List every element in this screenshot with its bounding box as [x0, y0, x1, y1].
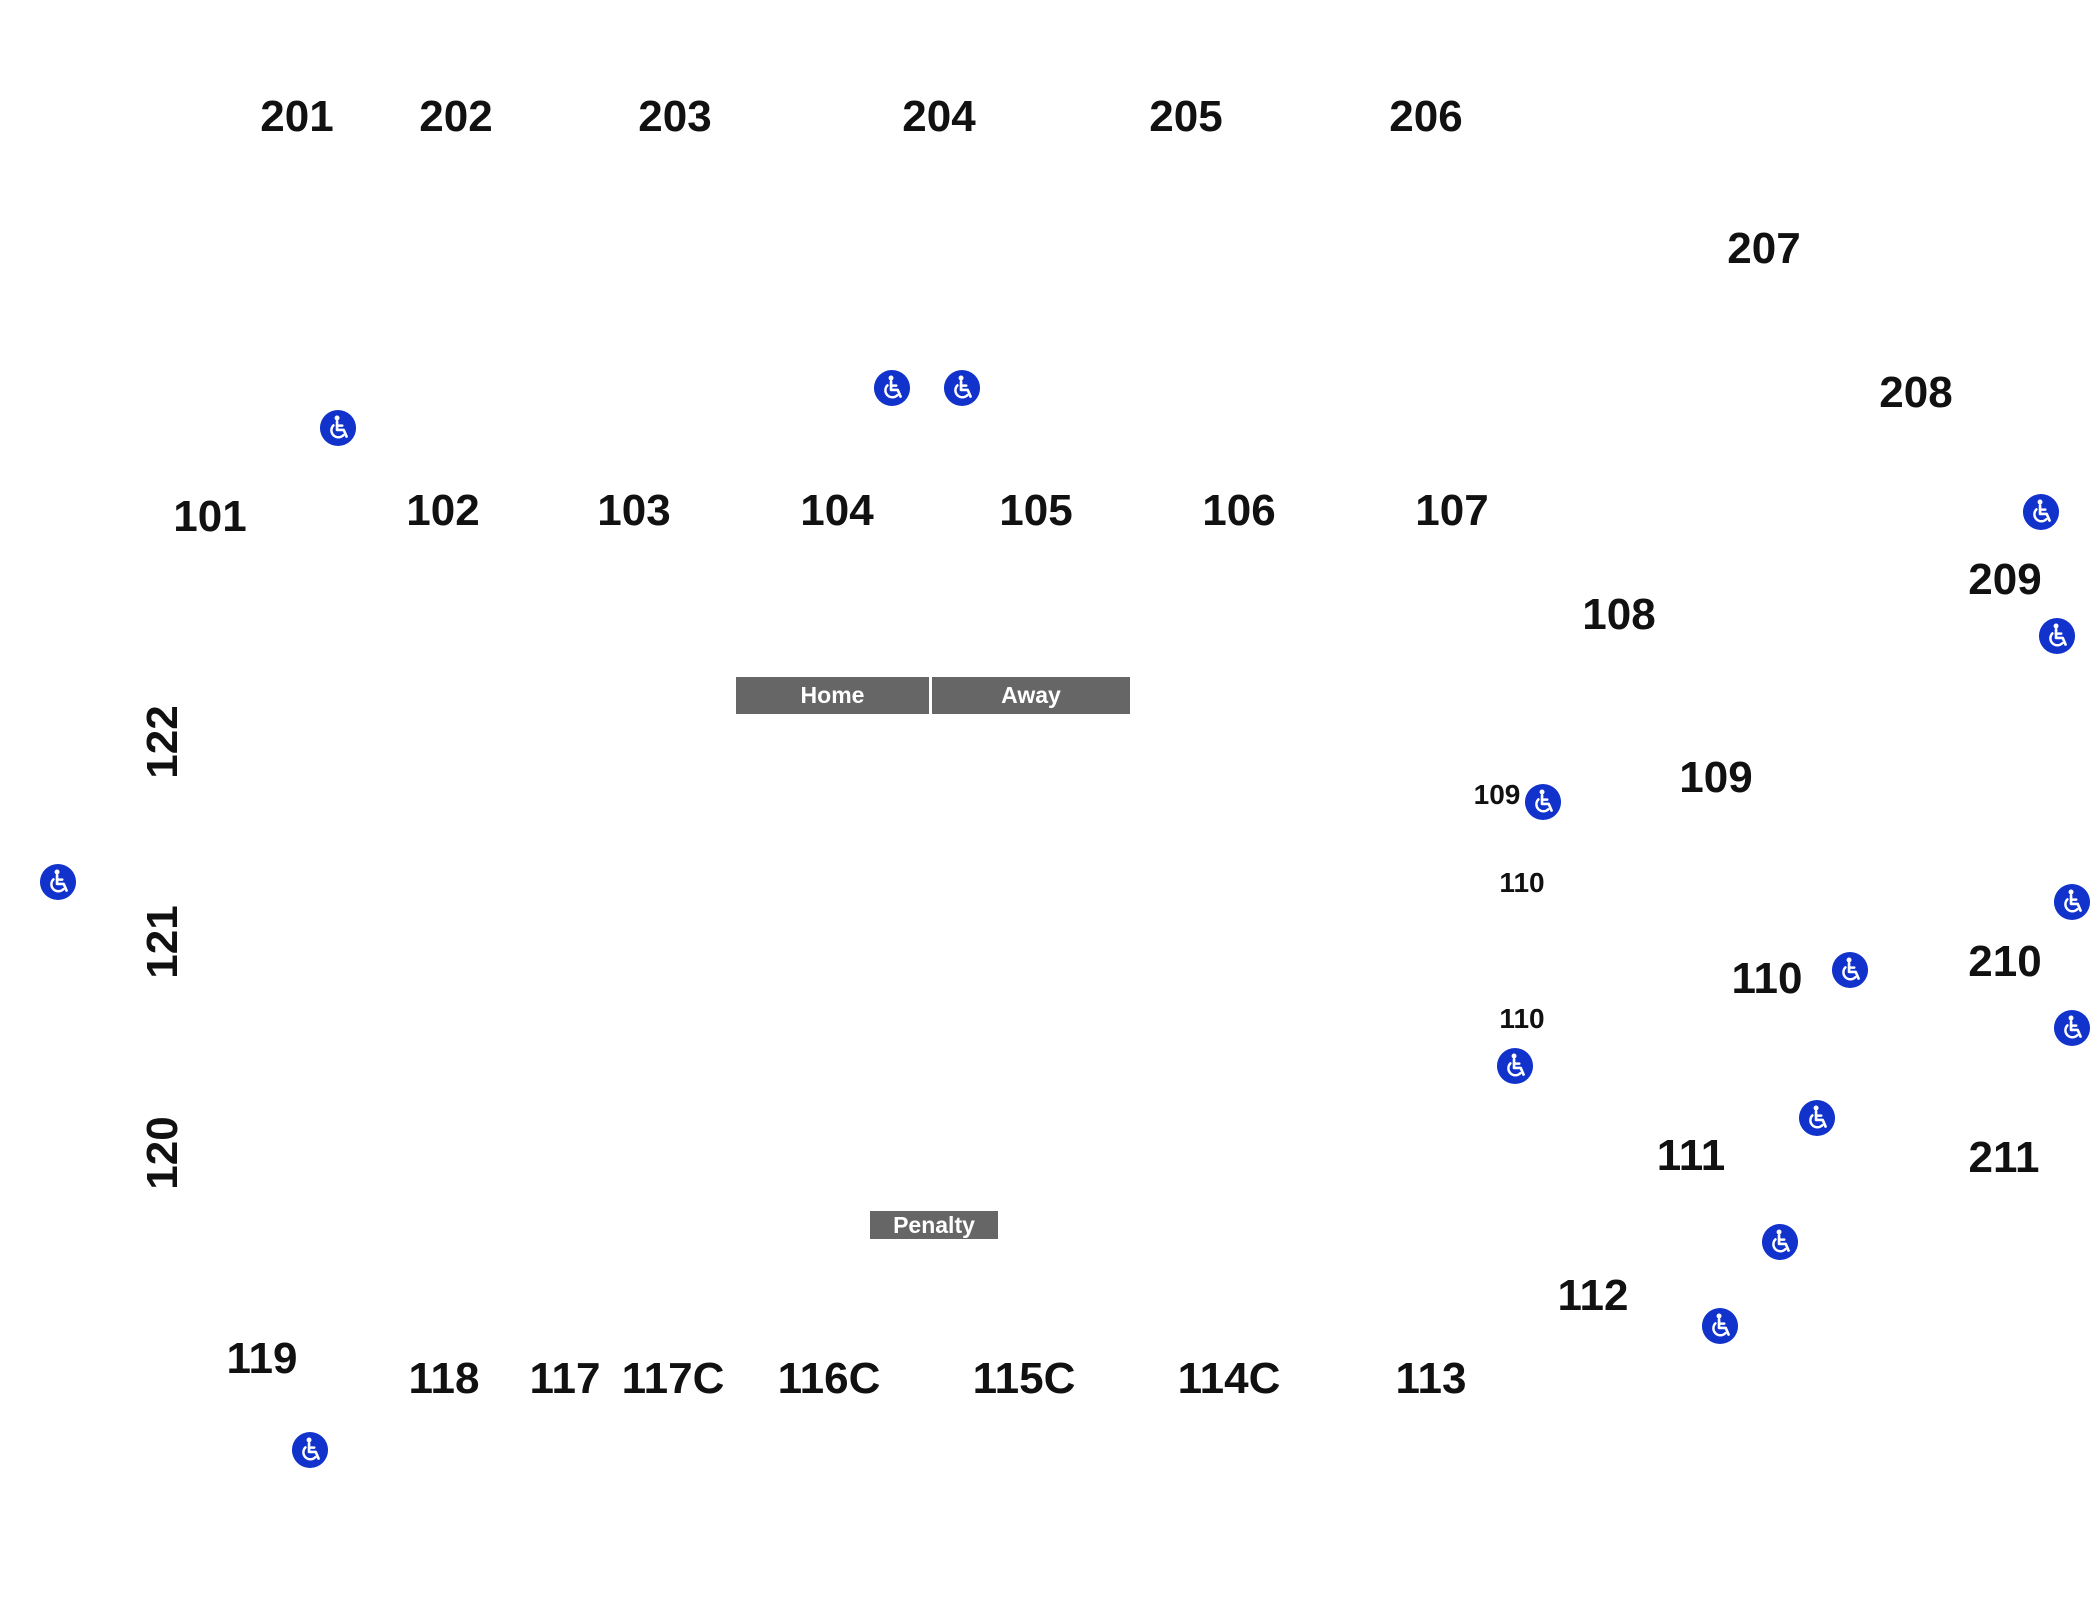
- section-112-label[interactable]: 112: [1557, 1271, 1629, 1320]
- section-117c-label[interactable]: 117C: [621, 1354, 725, 1403]
- section-121-label[interactable]: 121: [138, 905, 187, 979]
- wheelchair-icon[interactable]: [2053, 883, 2091, 921]
- section-107-label[interactable]: 107: [1415, 486, 1489, 535]
- section-203-label[interactable]: 203: [638, 92, 712, 141]
- section-115c-label[interactable]: 115C: [972, 1354, 1076, 1403]
- section-211-label[interactable]: 211: [1968, 1133, 2040, 1182]
- section-204-label[interactable]: 204: [902, 92, 976, 141]
- wheelchair-icon[interactable]: [1798, 1099, 1836, 1137]
- wheelchair-icon[interactable]: [1701, 1307, 1739, 1345]
- wheelchair-icon[interactable]: [1524, 783, 1562, 821]
- section-113-label[interactable]: 113: [1395, 1354, 1467, 1403]
- wheelchair-icon[interactable]: [1761, 1223, 1799, 1261]
- section-111-label[interactable]: 111: [1656, 1131, 1726, 1180]
- penalty-box-sign: Penalty: [870, 1211, 998, 1239]
- section-109-label[interactable]: 109: [1679, 753, 1753, 802]
- section-209-label[interactable]: 209: [1968, 555, 2042, 604]
- wheelchair-icon[interactable]: [2053, 1009, 2091, 1047]
- wheelchair-icon[interactable]: [2022, 493, 2060, 531]
- section-206-label[interactable]: 206: [1389, 92, 1463, 141]
- section-110-label[interactable]: 110: [1731, 954, 1803, 1003]
- wheelchair-icon[interactable]: [291, 1431, 329, 1469]
- section-117-label[interactable]: 117: [529, 1354, 601, 1403]
- section-110-sub-label-a[interactable]: 110: [1499, 867, 1545, 898]
- section-119-label[interactable]: 119: [226, 1334, 298, 1383]
- section-110-sub-label-b[interactable]: 110: [1499, 1003, 1545, 1034]
- wheelchair-icon[interactable]: [1831, 951, 1869, 989]
- section-122-label[interactable]: 122: [138, 705, 187, 779]
- section-201-label[interactable]: 201: [260, 92, 334, 141]
- section-205-label[interactable]: 205: [1149, 92, 1223, 141]
- section-120-label[interactable]: 120: [138, 1116, 187, 1190]
- section-108-label[interactable]: 108: [1582, 590, 1656, 639]
- section-114c-label[interactable]: 114C: [1177, 1354, 1281, 1403]
- section-109-sub-label[interactable]: 109: [1473, 779, 1521, 810]
- wheelchair-icon[interactable]: [2038, 617, 2076, 655]
- section-116c-label[interactable]: 116C: [777, 1354, 881, 1403]
- section-202-label[interactable]: 202: [419, 92, 493, 141]
- home-bench-sign: Home: [736, 677, 929, 714]
- section-103-label[interactable]: 103: [597, 486, 671, 535]
- section-208-label[interactable]: 208: [1879, 368, 1953, 417]
- section-105-label[interactable]: 105: [999, 486, 1073, 535]
- wheelchair-icon[interactable]: [873, 369, 911, 407]
- section-104-label[interactable]: 104: [800, 486, 874, 535]
- wheelchair-icon[interactable]: [943, 369, 981, 407]
- away-bench-sign: Away: [932, 677, 1130, 714]
- wheelchair-icon[interactable]: [1496, 1047, 1534, 1085]
- wheelchair-icon[interactable]: [39, 863, 77, 901]
- section-102-label[interactable]: 102: [406, 486, 480, 535]
- section-101-label[interactable]: 101: [173, 492, 247, 541]
- section-118-label[interactable]: 118: [408, 1354, 480, 1403]
- section-106-label[interactable]: 106: [1202, 486, 1276, 535]
- section-207-label[interactable]: 207: [1727, 224, 1801, 273]
- wheelchair-icon[interactable]: [319, 409, 357, 447]
- section-210-label[interactable]: 210: [1968, 937, 2042, 986]
